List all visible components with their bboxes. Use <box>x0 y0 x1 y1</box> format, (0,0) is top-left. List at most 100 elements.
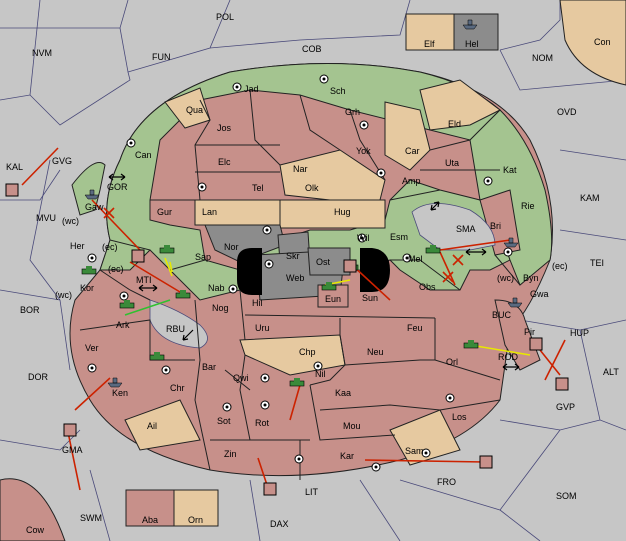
land-car[interactable] <box>384 101 431 171</box>
land-label-chr: Chr <box>170 383 185 393</box>
land-label-los: Los <box>452 412 467 422</box>
land-label-qua: Qua <box>186 105 203 115</box>
units <box>5 19 569 496</box>
army-unit-icon <box>131 249 145 263</box>
sea-label-lit: LIT <box>305 487 319 497</box>
land-label-sot: Sot <box>217 416 231 426</box>
land-label-ark: Ark <box>116 320 130 330</box>
land-label-sun: Sun <box>362 293 378 303</box>
sea-label-mvu: MVU <box>36 213 56 223</box>
army-unit-icon <box>119 300 135 309</box>
land-label-aba: Aba <box>142 515 158 525</box>
land-label-nil: Nil <box>315 369 326 379</box>
fleet-unit-icon <box>107 377 123 388</box>
land-label-qwi: Qwi <box>233 373 249 383</box>
land-pir[interactable] <box>494 299 541 371</box>
army-unit-icon <box>425 245 441 254</box>
land-eld[interactable] <box>419 79 501 131</box>
sea-label-gma: GMA <box>62 445 83 455</box>
land-gaw[interactable] <box>71 162 106 216</box>
canal-east <box>360 248 390 292</box>
land-label-obs: Obs <box>419 282 436 292</box>
army-unit-icon <box>343 259 357 273</box>
land-label-nar: Nar <box>293 164 308 174</box>
land-label-bri: Bri <box>490 221 501 231</box>
land-label-hil: Hil <box>252 298 263 308</box>
land-label-rot: Rot <box>255 418 270 428</box>
supply-centers <box>87 74 513 472</box>
army-unit-icon <box>159 245 175 254</box>
land-ost[interactable] <box>307 247 351 276</box>
army-unit-icon <box>321 282 337 291</box>
land-label-neu: Neu <box>367 347 384 357</box>
sea-label-kam: KAM <box>580 193 600 203</box>
coast-label: (wc) <box>497 273 514 283</box>
order-arrows <box>21 147 566 491</box>
sea-label-dax: DAX <box>270 519 289 529</box>
army-unit-icon <box>63 423 77 437</box>
land-label-cow: Cow <box>26 525 45 535</box>
land-sam[interactable] <box>389 409 461 466</box>
land-orn[interactable] <box>173 489 219 527</box>
sea-label-fun: FUN <box>152 52 171 62</box>
sea-label-kal: KAL <box>6 162 23 172</box>
land-label-wil: Wil <box>357 233 370 243</box>
sea-label-bor: BOR <box>20 305 40 315</box>
land-label-kor: Kor <box>80 283 94 293</box>
army-unit-icon <box>149 352 165 361</box>
land-label-ail: Ail <box>147 421 157 431</box>
sea-label-buc: BUC <box>492 310 512 320</box>
land-label-gur: Gur <box>157 207 172 217</box>
sea-sma[interactable] <box>411 203 496 251</box>
sea-rbu[interactable] <box>149 299 208 349</box>
land-label-elc: Elc <box>218 157 231 167</box>
land-label-eld: Eld <box>448 119 461 129</box>
sea-label-alt: ALT <box>603 367 619 377</box>
land-label-feu: Feu <box>407 323 423 333</box>
sea-label-mti: MTI <box>136 275 152 285</box>
land-hug[interactable] <box>279 199 386 229</box>
land-hel[interactable] <box>453 13 499 51</box>
army-unit-icon <box>263 482 277 496</box>
army-unit-icon <box>463 340 479 349</box>
land-label-gwa: Gwa <box>530 289 549 299</box>
coast-label: (wc) <box>62 216 79 226</box>
land-label-orl: Orl <box>446 357 458 367</box>
land-label-byn: Byn <box>523 273 539 283</box>
sea-label-tei: TEI <box>590 258 604 268</box>
land-label-uru: Uru <box>255 323 270 333</box>
land-label-nab: Nab <box>208 283 225 293</box>
land-label-nog: Nog <box>212 303 229 313</box>
land-label-con: Con <box>594 37 611 47</box>
land-label-zin: Zin <box>224 449 237 459</box>
army-unit-icon <box>529 337 543 351</box>
land-elf[interactable] <box>405 13 455 51</box>
sea-label-gvg: GVG <box>52 156 72 166</box>
sea-label-sma: SMA <box>456 224 476 234</box>
land-label-olk: Olk <box>305 183 319 193</box>
land-label-uta: Uta <box>445 158 459 168</box>
coast-labels: (wc) (ec) (ec) (wc) (wc) (ec) <box>55 216 568 300</box>
failed-move-x-icon <box>103 207 464 283</box>
land-label-hel: Hel <box>465 39 479 49</box>
land-label-pir: Pir <box>524 327 535 337</box>
land-label-elf: Elf <box>424 39 435 49</box>
army-unit-icon <box>175 290 191 299</box>
land-ail[interactable] <box>124 399 201 451</box>
army-unit-icon <box>289 378 305 387</box>
sea-label-swm: SWM <box>80 513 102 523</box>
fleet-unit-icon <box>462 19 478 30</box>
land-label-can: Can <box>135 150 152 160</box>
land-label-amp: Amp <box>402 176 421 186</box>
sea-label-gvp: GVP <box>556 402 575 412</box>
fleet-unit-icon <box>84 189 100 200</box>
land-label-gaw: Gaw <box>85 202 104 212</box>
land-label-esm: Esm <box>390 232 408 242</box>
land-aba[interactable] <box>125 489 175 527</box>
land-label-tel: Tel <box>252 183 264 193</box>
land-nor[interactable] <box>204 224 286 263</box>
sea-label-rod: ROD <box>498 352 519 362</box>
land-label-yok: Yok <box>356 146 371 156</box>
sea-label-dor: DOR <box>28 372 49 382</box>
